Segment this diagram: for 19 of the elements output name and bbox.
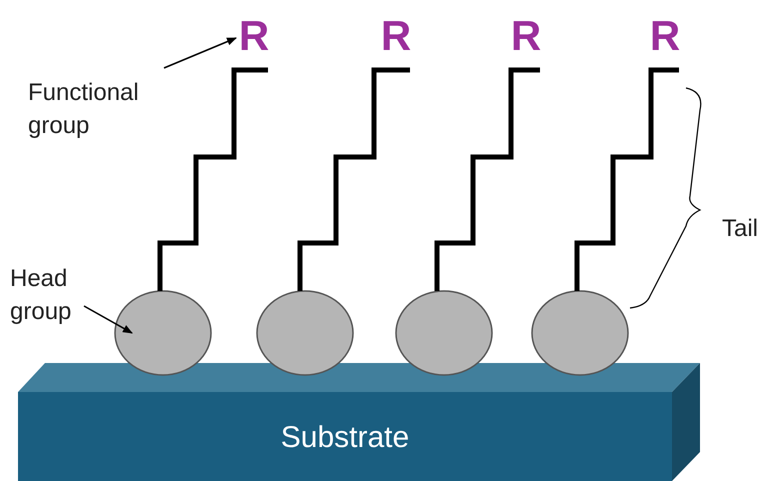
functional-group-letter: R (236, 14, 272, 70)
tail-chain (574, 68, 679, 291)
tail-chain (298, 68, 410, 291)
arrow (84, 305, 133, 334)
tail-chain (158, 68, 268, 291)
head-group-circle (395, 290, 493, 376)
substrate-label: Substrate (280, 420, 410, 456)
annotation-text: Tail (722, 214, 758, 244)
head-group-circle (256, 290, 354, 376)
functional-group-letter: R (508, 14, 544, 70)
head-group-circle (114, 290, 212, 376)
functional-group-letter: R (378, 14, 414, 70)
functional-group-letter: R (647, 14, 683, 70)
head-group-circle (531, 290, 629, 376)
annotation-text: Head group (10, 262, 90, 328)
annotation-text: Functional group (28, 76, 178, 142)
arrow (164, 37, 237, 69)
tail-chain (434, 68, 540, 291)
substrate-block (18, 363, 700, 481)
